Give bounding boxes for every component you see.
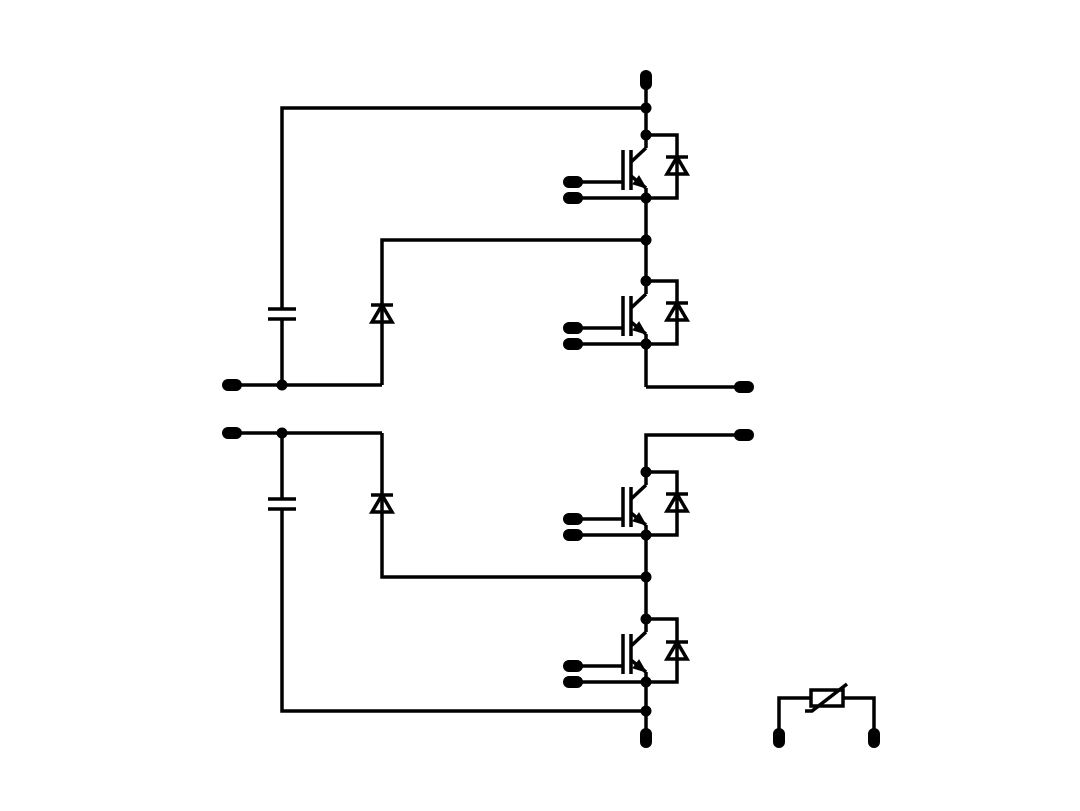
clamp-diode-d2: [368, 491, 396, 514]
freewheel-diode-d2: [646, 279, 691, 346]
igbt-q2: [582, 240, 648, 387]
clamp-diode-d1: [368, 301, 396, 324]
wire-cap2-loop: [280, 509, 646, 713]
upper-half: [222, 70, 754, 393]
wire-cap1-loop: [280, 106, 646, 309]
freewheel-diode-d3: [646, 470, 691, 537]
igbt-q1: [582, 135, 648, 240]
junctions-upper: [276, 102, 652, 391]
wire-clamp1: [380, 238, 646, 385]
capacitor-c1: [268, 307, 296, 321]
lower-half: [222, 427, 754, 748]
thermistor-ntc: [777, 682, 876, 734]
igbt-q3: [582, 472, 648, 577]
capacitor-c2: [268, 497, 296, 511]
wire-output-lower: [644, 433, 740, 472]
wire-clamp2: [380, 433, 646, 579]
freewheel-diode-d1: [646, 133, 691, 200]
freewheel-diode-d4: [646, 617, 691, 684]
junctions-lower: [276, 427, 652, 717]
